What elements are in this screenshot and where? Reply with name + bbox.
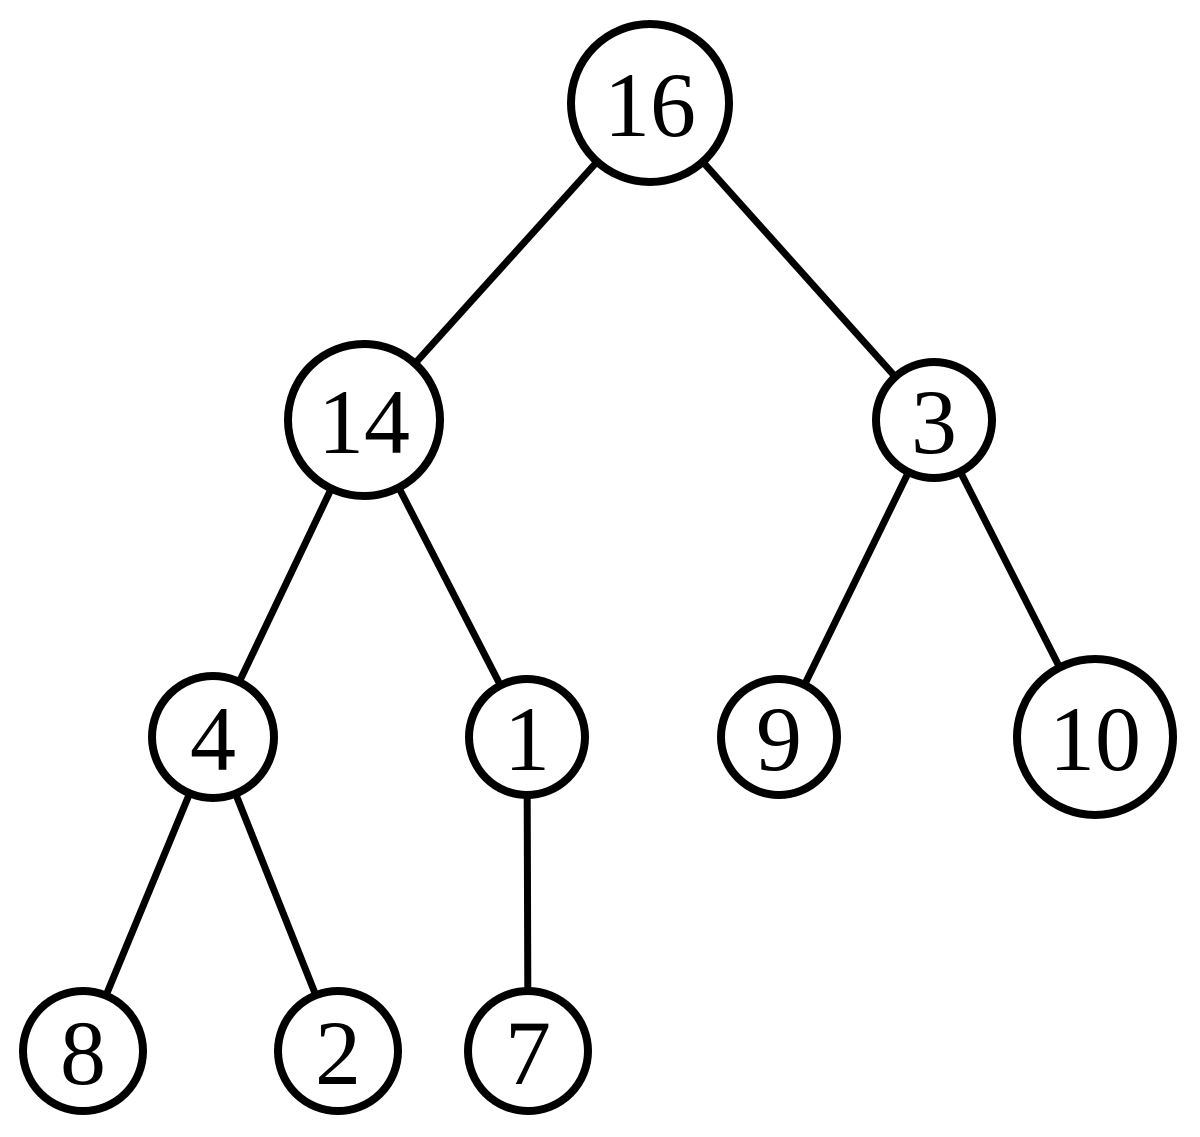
node-circle[interactable] <box>567 20 733 186</box>
tree-node[interactable]: 7 <box>464 987 592 1115</box>
tree-edge <box>955 466 1065 673</box>
node-circle[interactable] <box>19 987 147 1115</box>
tree-edge <box>231 788 321 1001</box>
nodes-layer: 16 14 3 4 1 9 10 8 2 7 <box>19 20 1177 1115</box>
node-circle[interactable] <box>717 675 841 799</box>
node-label: 9 <box>756 688 802 790</box>
tree-node[interactable]: 14 <box>284 340 444 500</box>
tree-edge <box>410 156 602 369</box>
node-label: 8 <box>60 1002 106 1104</box>
tree-node[interactable]: 10 <box>1013 655 1177 819</box>
node-label: 16 <box>604 54 696 156</box>
node-circle[interactable] <box>274 987 402 1115</box>
tree-node[interactable]: 1 <box>465 675 589 799</box>
node-label: 2 <box>315 1002 361 1104</box>
tree-edge <box>523 789 532 997</box>
node-label: 4 <box>190 688 236 790</box>
tree-node[interactable]: 8 <box>19 987 147 1115</box>
node-circle[interactable] <box>465 675 589 799</box>
tree-node[interactable]: 16 <box>567 20 733 186</box>
node-circle[interactable] <box>1013 655 1177 819</box>
node-circle[interactable] <box>284 340 444 500</box>
tree-edge <box>697 156 901 382</box>
node-circle[interactable] <box>148 672 278 802</box>
tree-node[interactable]: 3 <box>872 358 996 482</box>
node-circle[interactable] <box>872 358 996 482</box>
tree-edge <box>101 788 194 1001</box>
node-label: 7 <box>505 1002 551 1104</box>
tree-edge <box>800 466 913 691</box>
tree-edge <box>394 482 505 691</box>
node-label: 3 <box>911 371 957 473</box>
node-label: 10 <box>1049 688 1141 790</box>
tree-node[interactable]: 4 <box>148 672 278 802</box>
node-label: 1 <box>504 688 550 790</box>
tree-node[interactable]: 9 <box>717 675 841 799</box>
edges-layer <box>101 156 1065 1001</box>
tree-edge <box>234 483 336 688</box>
node-label: 14 <box>318 371 410 473</box>
node-circle[interactable] <box>464 987 592 1115</box>
tree-node[interactable]: 2 <box>274 987 402 1115</box>
